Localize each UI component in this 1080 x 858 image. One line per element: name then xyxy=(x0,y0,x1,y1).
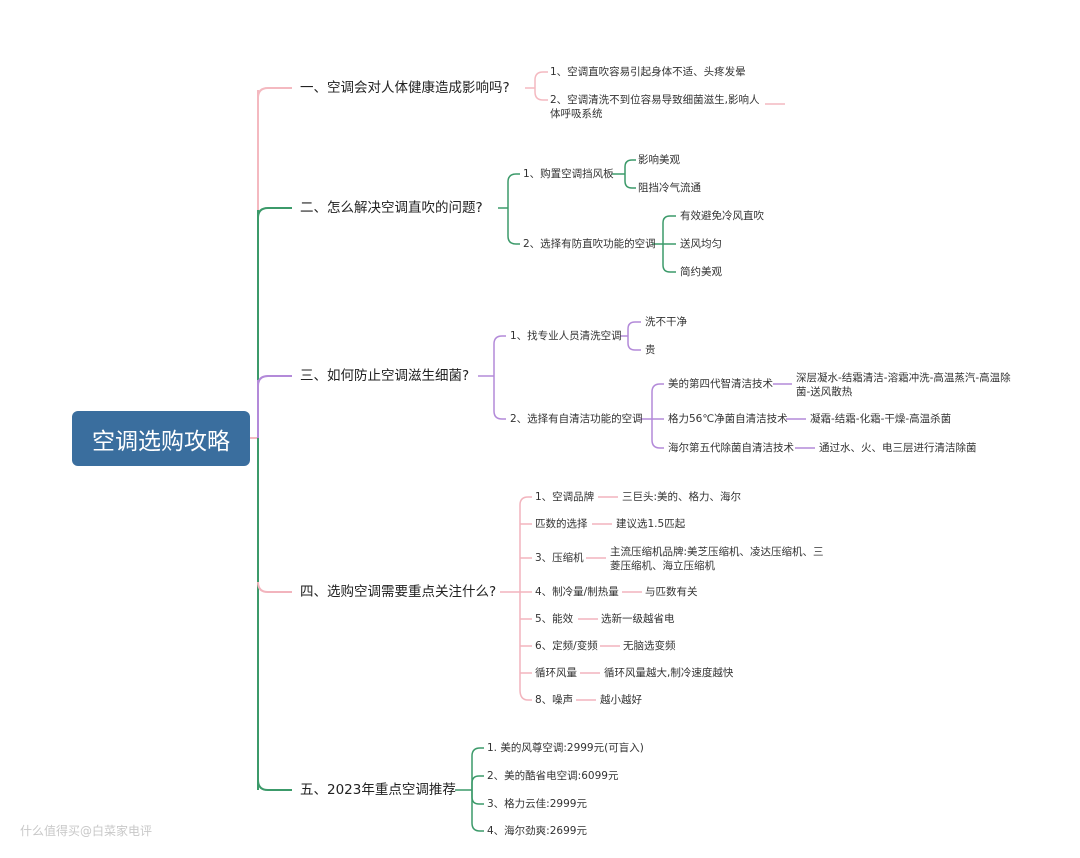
node-haier-clean-tech[interactable]: 海尔第五代除菌自清洁技术 xyxy=(668,442,794,454)
node-haier-jinshuang[interactable]: 4、海尔劲爽:2699元 xyxy=(487,825,587,837)
root-node[interactable]: 空调选购攻略 xyxy=(72,411,250,466)
branch-buying-focus[interactable]: 四、选购空调需要重点关注什么? xyxy=(300,584,497,600)
node-midea-clean-steps[interactable]: 深层凝水-结霜清洁-溶霜冲洗-高温蒸汽-高温除菌-送风散热 xyxy=(796,372,1011,398)
node-simple-looks[interactable]: 简约美观 xyxy=(680,266,722,278)
node-brand-detail[interactable]: 三巨头:美的、格力、海尔 xyxy=(622,491,742,503)
node-brand[interactable]: 1、空调品牌 xyxy=(535,491,595,503)
branch-prevent-bacteria[interactable]: 三、如何防止空调滋生细菌? xyxy=(300,368,470,384)
node-gree-clean-tech[interactable]: 格力56℃净菌自清洁技术 xyxy=(668,413,788,425)
branch-direct-blow-solution[interactable]: 二、怎么解决空调直吹的问题? xyxy=(300,200,483,216)
node-noise[interactable]: 8、噪声 xyxy=(535,694,574,706)
node-buy-deflector[interactable]: 1、购置空调挡风板 xyxy=(523,168,614,180)
node-poor-cleaning-bacteria[interactable]: 2、空调清洗不到位容易导致细菌滋生,影响人体呼吸系统 xyxy=(550,94,760,120)
node-airflow-volume[interactable]: 循环风量 xyxy=(535,667,577,679)
node-compressor[interactable]: 3、压缩机 xyxy=(535,552,584,564)
node-professional-cleaning[interactable]: 1、找专业人员清洗空调 xyxy=(510,330,622,342)
node-efficiency[interactable]: 5、能效 xyxy=(535,613,574,625)
trunk-connector xyxy=(250,90,259,439)
node-self-clean-ac[interactable]: 2、选择有自清洁功能的空调 xyxy=(510,413,643,425)
watermark: 什么值得买@白菜家电评 xyxy=(20,824,153,838)
node-horsepower[interactable]: 匹数的选择 xyxy=(535,518,588,530)
node-midea-kushengdian[interactable]: 2、美的酷省电空调:6099元 xyxy=(487,770,619,782)
node-even-airflow[interactable]: 送风均匀 xyxy=(680,238,722,250)
node-gree-clean-steps[interactable]: 凝霜-结霜-化霜-干燥-高温杀菌 xyxy=(810,413,952,425)
node-anti-direct-blow-ac[interactable]: 2、选择有防直吹功能的空调 xyxy=(523,238,656,250)
node-inverter[interactable]: 6、定频/变频 xyxy=(535,640,598,652)
node-gree-yunjia[interactable]: 3、格力云佳:2999元 xyxy=(487,798,587,810)
node-capacity[interactable]: 4、制冷量/制热量 xyxy=(535,586,619,598)
node-midea-clean-tech[interactable]: 美的第四代智清洁技术 xyxy=(668,378,773,390)
node-avoid-cold-wind[interactable]: 有效避免冷风直吹 xyxy=(680,210,764,222)
node-expensive[interactable]: 贵 xyxy=(645,344,656,356)
branch-health-impact[interactable]: 一、空调会对人体健康造成影响吗? xyxy=(300,80,510,96)
node-affects-looks[interactable]: 影响美观 xyxy=(638,154,680,166)
node-blocks-airflow[interactable]: 阻挡冷气流通 xyxy=(638,182,701,194)
node-compressor-detail[interactable]: 主流压缩机品牌:美芝压缩机、凌达压缩机、三菱压缩机、海立压缩机 xyxy=(610,546,824,572)
node-haier-clean-steps[interactable]: 通过水、火、电三层进行清洁除菌 xyxy=(819,442,977,454)
node-direct-blow-discomfort[interactable]: 1、空调直吹容易引起身体不适、头疼发晕 xyxy=(550,66,746,78)
node-inverter-detail[interactable]: 无脑选变频 xyxy=(623,640,676,652)
node-midea-fengzun[interactable]: 1. 美的风尊空调:2999元(可盲入) xyxy=(487,742,644,754)
node-horsepower-detail[interactable]: 建议选1.5匹起 xyxy=(616,518,686,530)
node-noise-detail[interactable]: 越小越好 xyxy=(600,694,642,706)
branch-recommendations[interactable]: 五、2023年重点空调推荐 xyxy=(300,782,456,798)
node-airflow-volume-detail[interactable]: 循环风量越大,制冷速度越快 xyxy=(604,667,734,679)
node-efficiency-detail[interactable]: 选新一级越省电 xyxy=(601,613,675,625)
node-not-clean[interactable]: 洗不干净 xyxy=(645,316,687,328)
node-capacity-detail[interactable]: 与匹数有关 xyxy=(645,586,698,598)
